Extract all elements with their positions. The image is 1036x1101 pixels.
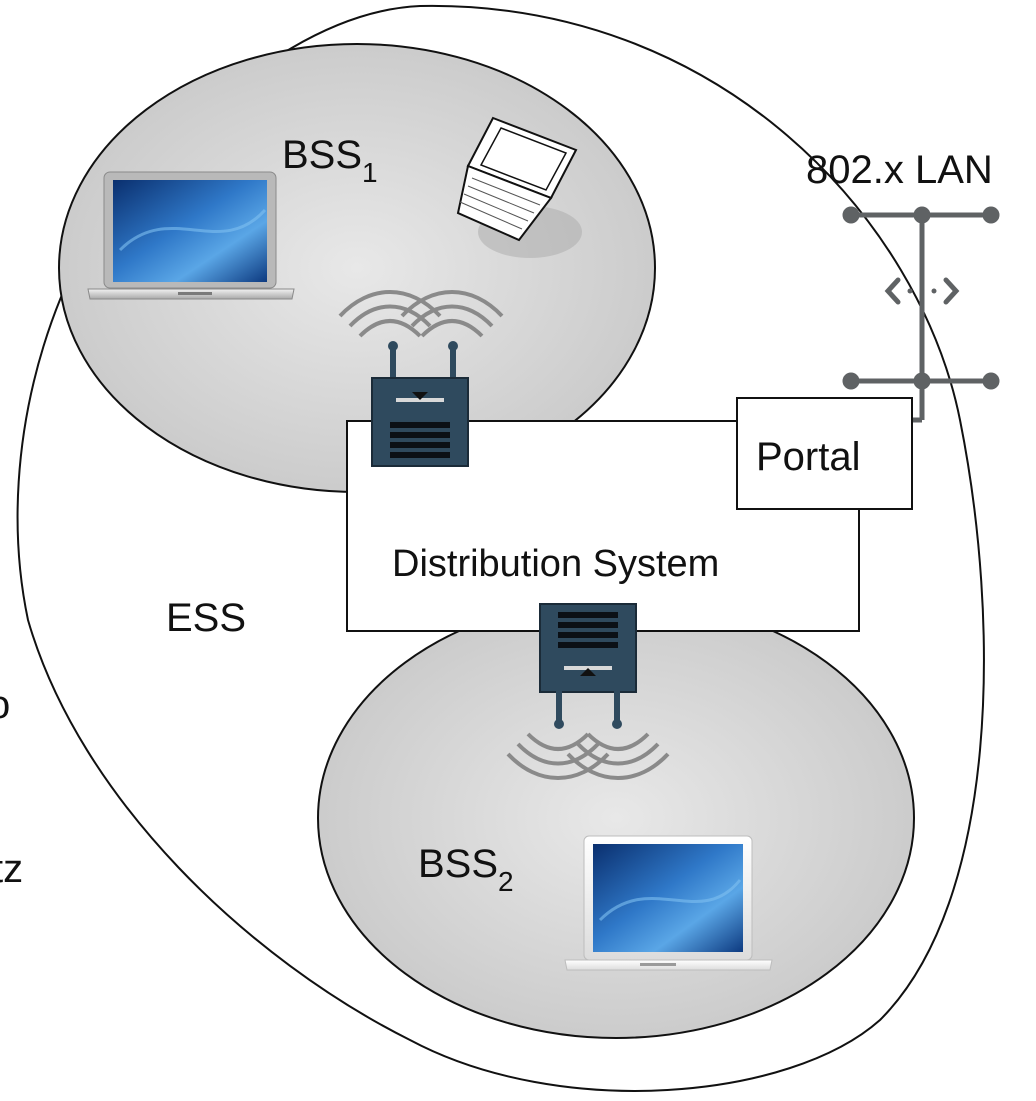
bridge-arrows-icon [884, 277, 960, 305]
bss1-label: BSS1 [282, 133, 378, 188]
notebook-laptop-icon [456, 116, 582, 258]
ess-label: ESS [166, 596, 246, 640]
portal-label: Portal [756, 435, 861, 479]
macbook-laptop-icon [87, 171, 295, 300]
lan-wiring [842, 206, 1000, 423]
wireless-access-point-icon [338, 290, 504, 467]
lan-label: 802.x LAN [806, 148, 993, 192]
bss2-label: BSS2 [418, 842, 514, 897]
wireless-access-point-icon [506, 603, 670, 780]
portal-box [736, 397, 913, 510]
ibook-laptop-icon [564, 835, 773, 971]
edge-text-fragment-1: o [0, 683, 10, 727]
distribution-system-label: Distribution System [392, 543, 719, 585]
edge-text-fragment-2: tz [0, 847, 23, 891]
